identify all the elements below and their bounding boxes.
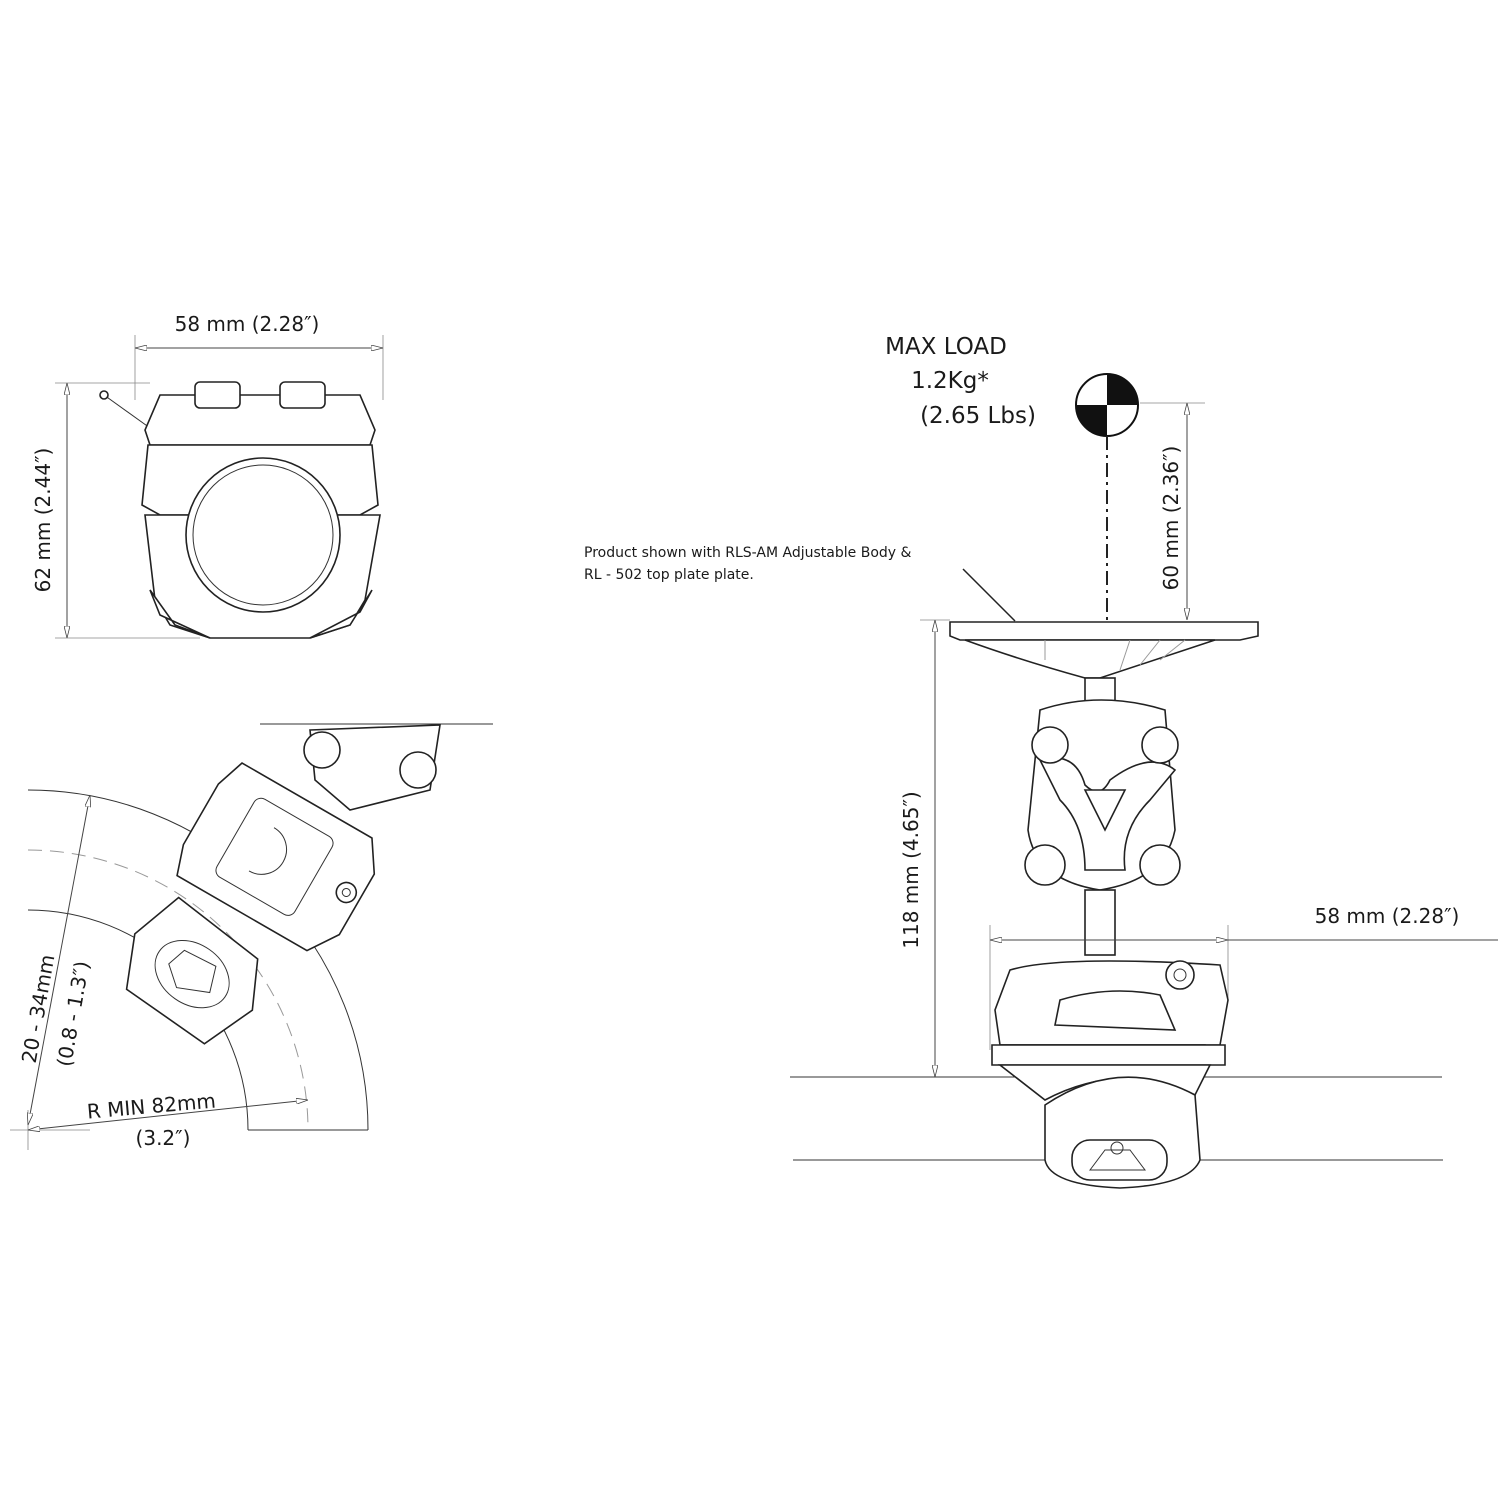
height-label: 62 mm (2.44″)	[31, 448, 55, 593]
side-view: MAX LOAD 1.2Kg* (2.65 Lbs) 60 mm (2.36″)…	[584, 334, 1498, 1189]
diameter-label: 20 - 34mm	[17, 953, 60, 1065]
load-height-label: 60 mm (2.36″)	[1159, 446, 1183, 591]
base-width-label: 58 mm (2.28″)	[1315, 904, 1460, 928]
diameter-label-inches: (0.8 - 1.3″)	[52, 959, 94, 1068]
max-load-title: MAX LOAD	[885, 334, 1007, 360]
radius-dimension-line	[28, 1100, 308, 1130]
width-label: 58 mm (2.28″)	[175, 312, 320, 336]
bend-view: 20 - 34mm (0.8 - 1.3″) R MIN 82mm (3.2″)	[10, 723, 493, 1150]
center-of-gravity-icon	[1075, 373, 1139, 437]
max-load-lbs: (2.65 Lbs)	[920, 403, 1036, 429]
radius-label-inches: (3.2″)	[136, 1126, 191, 1150]
note-line-1: Product shown with RLS-AM Adjustable Bod…	[584, 545, 912, 561]
top-view-clamp: 58 mm (2.28″) 62 mm (2.44″)	[31, 312, 384, 639]
radius-label: R MIN 82mm	[86, 1088, 217, 1123]
max-load-kg: 1.2Kg*	[911, 368, 989, 394]
diameter-dimension-line	[28, 795, 90, 1125]
total-height-label: 118 mm (4.65″)	[899, 791, 923, 948]
note-line-2: RL - 502 top plate plate.	[584, 567, 754, 583]
